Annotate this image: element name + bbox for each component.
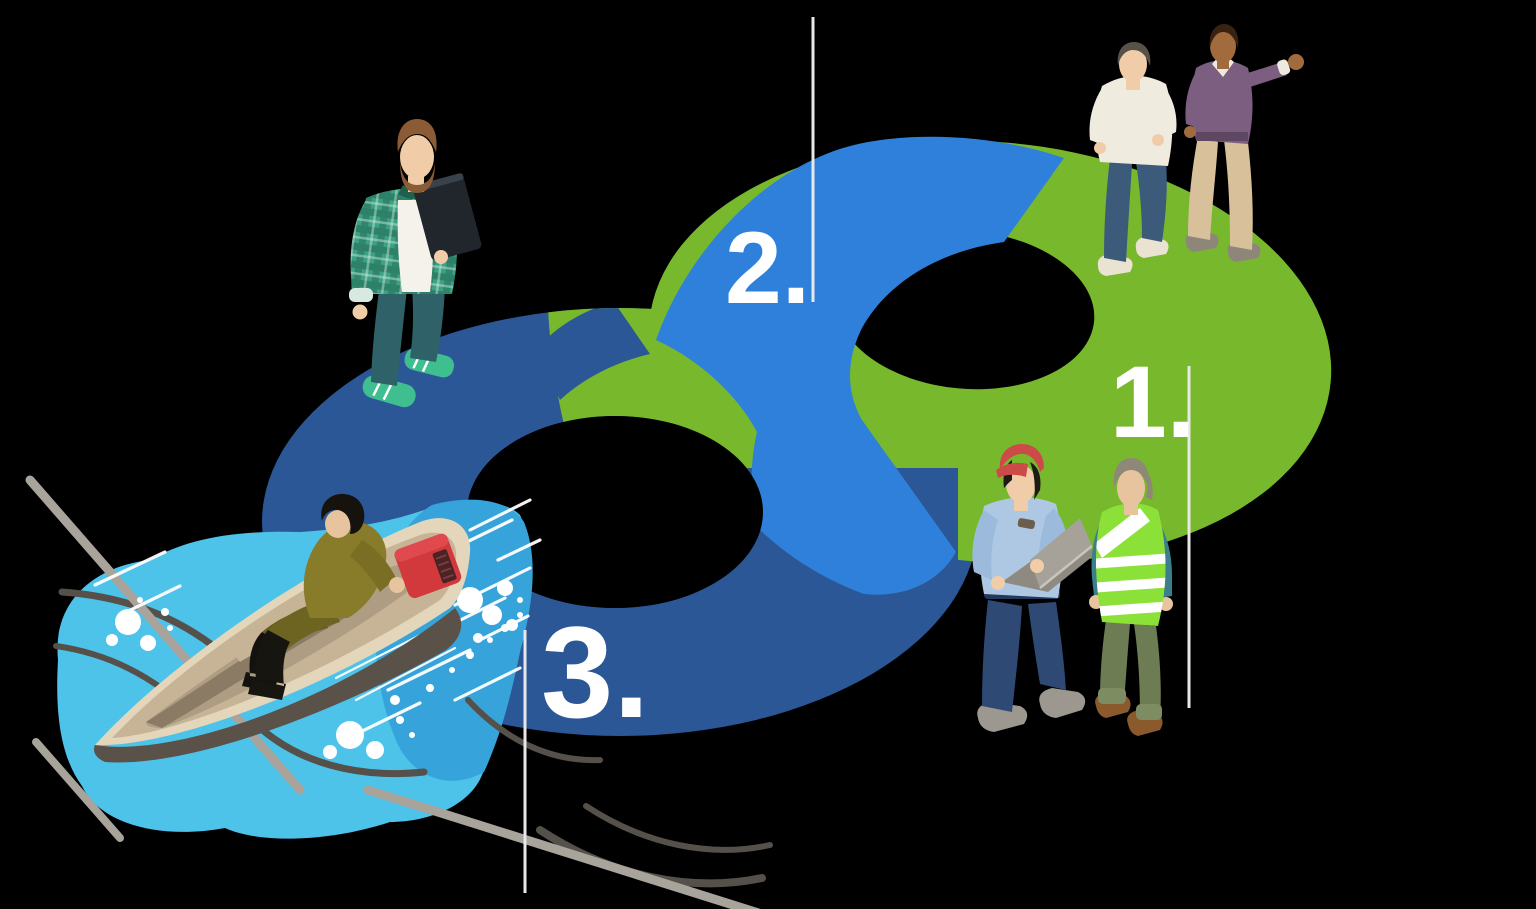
redcap-leg-back: [1028, 602, 1066, 690]
purple-left-hand: [1184, 126, 1196, 138]
laptop-lid: [1030, 518, 1092, 588]
purple-face: [1210, 29, 1236, 63]
redcap-left-hand: [991, 576, 1005, 590]
tablet-man-left-sleeve: [350, 200, 380, 298]
figure-man-with-tablet: [349, 119, 482, 408]
oar-lower-right: [363, 785, 761, 909]
ring-blue-s-segment: [656, 136, 1064, 595]
vest-face: [1117, 469, 1145, 507]
step-number-3: 3.: [541, 599, 649, 745]
boatman-hand: [389, 577, 405, 593]
boatman-hair: [321, 493, 365, 534]
figure-man-white-shirt: [1089, 42, 1177, 276]
tablet-man-left-hand: [352, 304, 368, 320]
boat-hull-underside: [94, 608, 462, 763]
purple-leg-front: [1188, 136, 1218, 240]
redcap-leg-front: [982, 600, 1022, 712]
oar-upper-left: [25, 475, 305, 795]
vest-cuff-front: [1098, 688, 1126, 704]
figure-man-in-motorboat: [242, 493, 427, 700]
tablet-man-right-hand: [434, 250, 448, 264]
red-cap-brim: [996, 462, 1028, 478]
whiteshirt-left-hand: [1094, 142, 1106, 154]
tablet-man-back-leg: [410, 286, 445, 362]
oars: [25, 475, 761, 909]
boatman-face: [325, 510, 351, 538]
redcap-shoe-back: [1039, 688, 1086, 718]
purple-leg-back: [1224, 140, 1253, 250]
foam-bubbles: [106, 580, 523, 759]
purple-left-arm: [1185, 72, 1204, 128]
motor-top: [394, 533, 449, 562]
figure-man-purple-sweater: [1184, 24, 1304, 262]
vest-leg-front: [1100, 620, 1130, 704]
tablet-man-face: [400, 135, 434, 179]
redcap-shoe-front: [977, 702, 1028, 732]
ring-left-hole: [467, 416, 763, 608]
figure-man-red-cap-laptop: [972, 444, 1098, 732]
purple-cuff: [1277, 59, 1291, 76]
whiteshirt-right-hand: [1152, 134, 1164, 146]
whiteshirt-leg-front: [1104, 158, 1132, 262]
whiteshirt-left-arm: [1089, 88, 1112, 146]
vest-stripes: [1096, 508, 1166, 617]
redcap-left-arm: [972, 510, 998, 580]
red-cap: [999, 444, 1044, 472]
tablet-man-beard: [400, 162, 435, 193]
ring-left-navy-notch: [536, 308, 650, 400]
purple-waist: [1196, 132, 1248, 141]
figure-man-safety-vest: [1089, 458, 1173, 736]
redcap-right-hand: [1030, 559, 1044, 573]
purple-neck: [1217, 58, 1229, 69]
tablet-man-hair: [397, 119, 437, 152]
boatman-front-boot: [248, 630, 290, 700]
vest-leg-back: [1134, 624, 1161, 720]
step-number-1: 1.: [1110, 345, 1195, 459]
whiteshirt-hair: [1117, 42, 1151, 66]
step-number-2: 2.: [725, 211, 810, 325]
step-callouts: 2. 1. 3.: [523, 17, 1195, 893]
vest-cuff-back: [1136, 704, 1162, 720]
redcap-hair-back: [1003, 460, 1041, 500]
water-scene: [25, 475, 773, 909]
purple-torso: [1191, 60, 1253, 144]
outboard-motor: [394, 533, 462, 599]
whiteshirt-leg-back: [1136, 160, 1167, 242]
vest-hair: [1113, 458, 1153, 500]
whiteshirt-face: [1119, 46, 1147, 82]
purple-raised-arm: [1244, 62, 1287, 87]
laptop: [1002, 518, 1098, 592]
tablet-man-front-leg: [371, 282, 407, 386]
tablet-man-cuff: [349, 288, 373, 302]
oar-lower-left: [32, 738, 124, 842]
redcap-badge: [1017, 518, 1036, 530]
purple-raised-hand: [1288, 54, 1304, 70]
purple-hair: [1209, 24, 1239, 48]
boatman-arm: [350, 540, 396, 592]
whiteshirt-right-arm: [1154, 86, 1177, 140]
